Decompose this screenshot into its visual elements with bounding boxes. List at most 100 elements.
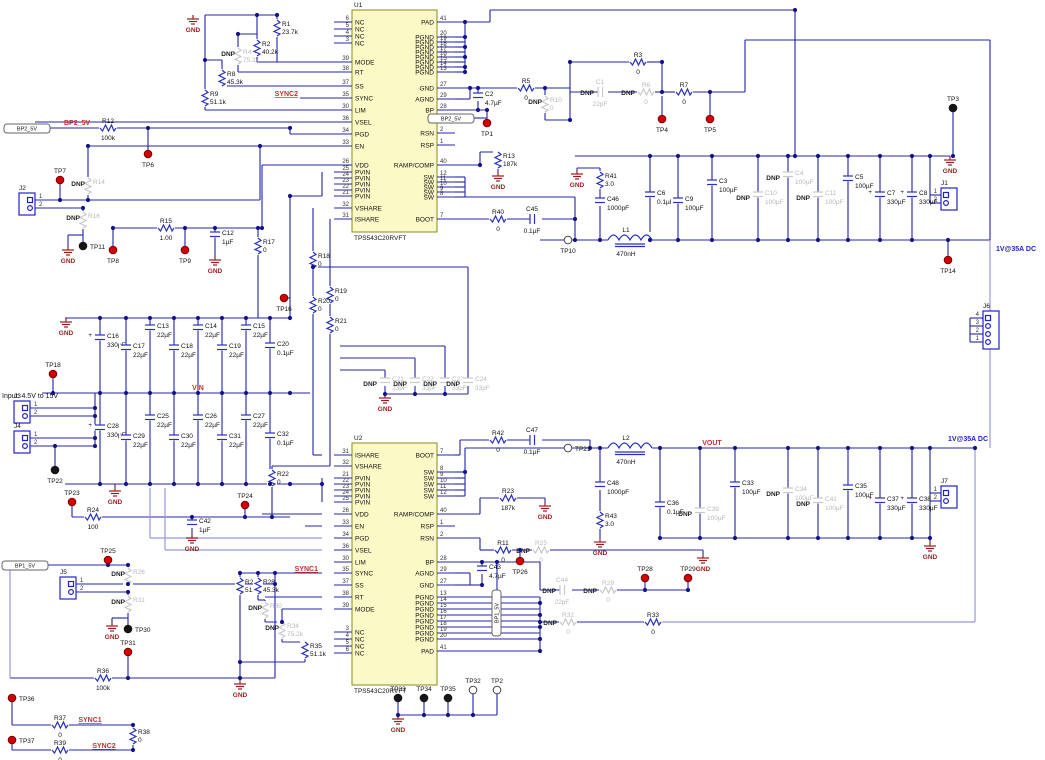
component-r28[interactable]	[253, 577, 263, 595]
connector-pin[interactable]	[942, 489, 950, 497]
component-c5[interactable]	[841, 175, 855, 182]
component-r16[interactable]	[78, 211, 88, 229]
component-c3[interactable]	[705, 179, 719, 186]
component-r29[interactable]	[599, 585, 617, 595]
component-r12[interactable]	[99, 123, 117, 133]
component-c23[interactable]	[438, 377, 452, 384]
component-r26[interactable]	[123, 567, 133, 585]
ic-u2[interactable]	[351, 442, 438, 686]
connector-pin[interactable]	[984, 339, 991, 346]
component-r29[interactable]	[599, 585, 617, 595]
component-r3[interactable]	[629, 57, 647, 67]
connector-pin[interactable]	[984, 323, 991, 330]
component-c14[interactable]	[191, 324, 205, 331]
testpoint-tp25[interactable]	[103, 555, 113, 565]
component-c34[interactable]	[781, 487, 795, 494]
testpoint-tp8[interactable]	[108, 245, 118, 255]
connector-j4[interactable]	[13, 430, 31, 454]
component-r30[interactable]	[260, 601, 270, 619]
component-r19[interactable]	[325, 286, 335, 304]
component-c39[interactable]	[693, 507, 707, 514]
net-flag[interactable]	[1, 560, 49, 571]
component-r43[interactable]	[595, 511, 605, 529]
testpoint-tp21[interactable]	[563, 443, 573, 453]
component-r37[interactable]	[51, 720, 69, 730]
testpoint-tp33[interactable]	[393, 693, 403, 703]
component-c47[interactable]	[529, 433, 536, 447]
component-c15[interactable]	[239, 324, 253, 331]
testpoint-tp22[interactable]	[50, 465, 60, 475]
component-c2[interactable]	[471, 92, 485, 99]
testpoint-tp3[interactable]	[948, 103, 958, 113]
component-c32[interactable]	[263, 432, 277, 439]
component-r1[interactable]	[272, 19, 282, 37]
component-r26[interactable]	[123, 567, 133, 585]
ic-u1[interactable]	[351, 9, 438, 233]
component-r3[interactable]	[629, 57, 647, 67]
component-r32[interactable]	[559, 617, 577, 627]
component-r32[interactable]	[559, 617, 577, 627]
component-r11[interactable]	[494, 545, 512, 555]
component-r40[interactable]	[489, 214, 507, 224]
component-r13[interactable]	[493, 151, 503, 169]
component-r18[interactable]	[308, 251, 318, 269]
component-r7[interactable]	[675, 87, 693, 97]
component-r33[interactable]	[644, 617, 662, 627]
testpoint-tp30[interactable]	[123, 624, 133, 634]
component-r33[interactable]	[644, 617, 662, 627]
testpoint-tp2[interactable]	[492, 685, 502, 695]
component-r25[interactable]	[532, 545, 550, 555]
testpoint-tp5[interactable]	[705, 114, 715, 124]
component-c18[interactable]	[167, 344, 181, 351]
component-c22[interactable]	[408, 377, 422, 384]
testpoint-tp28[interactable]	[640, 573, 650, 583]
net-flag[interactable]	[427, 113, 475, 124]
component-r19[interactable]	[325, 286, 335, 304]
connector-pin[interactable]	[21, 434, 29, 442]
component-r34[interactable]	[277, 621, 287, 639]
component-c28[interactable]	[93, 424, 107, 431]
component-r41[interactable]	[595, 171, 605, 189]
component-c27[interactable]	[239, 414, 253, 421]
component-r38[interactable]	[128, 727, 138, 745]
component-r15[interactable]	[157, 223, 175, 233]
component-r8[interactable]	[217, 69, 227, 87]
component-r21[interactable]	[325, 316, 335, 334]
component-c7[interactable]	[873, 191, 887, 198]
component-r40[interactable]	[489, 214, 507, 224]
component-r27[interactable]	[235, 577, 245, 595]
testpoint-tp14[interactable]	[943, 255, 953, 265]
component-r39[interactable]	[51, 745, 69, 755]
component-r35[interactable]	[300, 641, 310, 659]
component-r37[interactable]	[51, 720, 69, 730]
component-r35[interactable]	[300, 641, 310, 659]
component-r17[interactable]	[253, 237, 263, 255]
component-r23[interactable]	[499, 493, 517, 503]
testpoint-tp24[interactable]	[240, 500, 250, 510]
component-r20[interactable]	[308, 296, 318, 314]
component-c19[interactable]	[215, 344, 229, 351]
component-r1[interactable]	[272, 19, 282, 37]
component-r17[interactable]	[253, 237, 263, 255]
component-r41[interactable]	[595, 171, 605, 189]
connector-pin[interactable]	[984, 314, 992, 322]
testpoint-tp31[interactable]	[123, 647, 133, 657]
component-c42[interactable]	[185, 519, 199, 526]
component-r9[interactable]	[200, 89, 210, 107]
connector-j7[interactable]	[940, 485, 958, 509]
testpoint-tp36[interactable]	[7, 693, 17, 703]
component-r5[interactable]	[517, 83, 535, 93]
component-r22[interactable]	[267, 469, 277, 487]
component-r43[interactable]	[595, 511, 605, 529]
connector-pin[interactable]	[942, 200, 949, 207]
component-c44[interactable]	[559, 583, 566, 597]
testpoint-tp34[interactable]	[419, 693, 429, 703]
component-c38[interactable]	[905, 497, 919, 504]
component-c33[interactable]	[728, 481, 742, 488]
net-flag[interactable]	[491, 589, 502, 637]
component-r12[interactable]	[99, 123, 117, 133]
testpoint-tp9[interactable]	[180, 245, 190, 255]
testpoint-tp23[interactable]	[67, 497, 77, 507]
component-r11[interactable]	[494, 545, 512, 555]
component-r42[interactable]	[489, 435, 507, 445]
